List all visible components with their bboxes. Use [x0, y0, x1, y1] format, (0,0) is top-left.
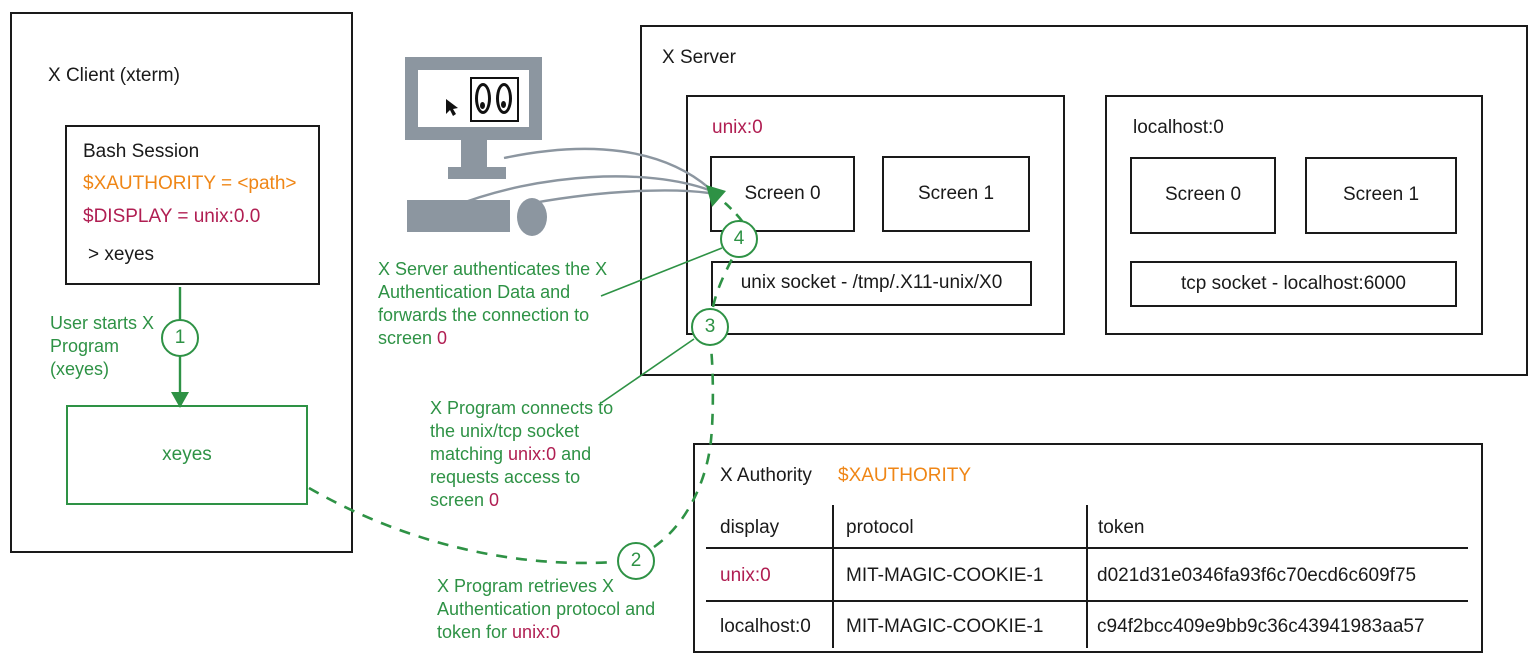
step2-text: X Program retrieves X Authentication pro…	[437, 576, 656, 642]
unix-display-box	[686, 95, 1065, 335]
step3-screen-ref: 0	[489, 490, 500, 510]
tcp-display-name: localhost:0	[1133, 117, 1224, 138]
unix-screen0-label: Screen 0	[744, 182, 821, 204]
table-header-rule	[706, 547, 1468, 549]
table-header-display: display	[720, 517, 780, 538]
tcp-screen0-box: Screen 0	[1130, 157, 1276, 234]
step3-text-a: X Program connects to the unix/tcp socke…	[430, 398, 614, 464]
xeyes-box: xeyes	[66, 405, 308, 505]
xeyes-label: xeyes	[162, 443, 212, 465]
xeyes-left-eye-icon	[475, 83, 491, 114]
unix-socket-box: unix socket - /tmp/.X11-unix/X0	[711, 261, 1032, 306]
table-header-token: token	[1098, 517, 1145, 538]
row2-token: c94f2bcc409e9bb9c36c43941983aa57	[1097, 616, 1425, 637]
step4-text: X Server authenticates the X Authenticat…	[378, 259, 608, 348]
x-authority-env: $XAUTHORITY	[838, 465, 972, 486]
step4-circle: 4	[720, 220, 758, 258]
xeyes-window-icon	[470, 77, 519, 122]
step4-annotation: X Server authenticates the X Authenticat…	[378, 258, 634, 350]
step2-circle: 2	[617, 542, 655, 580]
step3-annotation: X Program connects to the unix/tcp socke…	[430, 397, 630, 512]
x-server-title: X Server	[662, 47, 736, 68]
tcp-socket-box: tcp socket - localhost:6000	[1130, 261, 1457, 307]
unix-screen1-label: Screen 1	[917, 182, 995, 204]
bash-xauthority-line: $XAUTHORITY = <path>	[83, 173, 297, 194]
xeyes-right-eye-icon	[496, 83, 512, 114]
unix-socket-label: unix socket - /tmp/.X11-unix/X0	[740, 272, 1003, 294]
table-header-protocol: protocol	[846, 517, 914, 538]
row2-protocol: MIT-MAGIC-COOKIE-1	[846, 616, 1044, 637]
x-authority-title: X Authority	[720, 465, 812, 486]
row1-protocol: MIT-MAGIC-COOKIE-1	[846, 565, 1044, 586]
tcp-display-box	[1105, 95, 1483, 335]
step2-annotation: X Program retrieves X Authentication pro…	[437, 575, 677, 644]
x-client-box	[10, 12, 353, 553]
step3-circle: 3	[691, 308, 729, 346]
tcp-screen0-label: Screen 0	[1164, 184, 1242, 206]
tcp-screen1-label: Screen 1	[1342, 184, 1420, 206]
step2-display-ref: unix:0	[512, 622, 561, 642]
table-row-rule	[706, 600, 1468, 602]
row1-display: unix:0	[720, 565, 771, 586]
monitor-stand-neck	[461, 140, 487, 168]
table-column-separator-1	[832, 505, 834, 648]
table-column-separator-2	[1086, 505, 1088, 648]
bash-display-line: $DISPLAY = unix:0.0	[83, 206, 261, 227]
step4-screen-ref: 0	[437, 328, 448, 348]
keyboard-icon	[407, 200, 510, 232]
step1-circle: 1	[161, 319, 199, 357]
monitor-stand-base	[448, 167, 506, 179]
unix-display-name: unix:0	[712, 117, 763, 138]
unix-screen1-box: Screen 1	[882, 156, 1030, 232]
tcp-socket-label: tcp socket - localhost:6000	[1181, 272, 1406, 294]
bash-command-line: > xeyes	[88, 244, 155, 265]
bash-session-box	[65, 125, 320, 285]
mouse-icon	[517, 198, 547, 236]
bash-session-title: Bash Session	[83, 141, 200, 162]
x-client-title: X Client (xterm)	[48, 65, 180, 86]
tcp-screen1-box: Screen 1	[1305, 157, 1457, 234]
row2-display: localhost:0	[720, 616, 811, 637]
row1-token: d021d31e0346fa93f6c70ecd6c609f75	[1097, 565, 1417, 586]
step3-display-ref: unix:0	[508, 444, 557, 464]
step1-label: User starts X Program (xeyes)	[50, 313, 155, 379]
